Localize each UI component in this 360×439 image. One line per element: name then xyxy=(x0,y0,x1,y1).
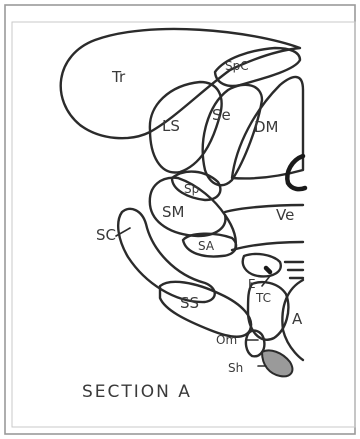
label-sc: SC xyxy=(96,226,116,244)
label-sp: Sp xyxy=(184,182,199,196)
label-spc: SpC xyxy=(225,59,249,73)
label-tc: TC xyxy=(255,291,271,305)
label-e: E xyxy=(248,277,256,291)
label-sa: SA xyxy=(198,239,215,253)
label-ss: SS xyxy=(180,294,199,312)
label-se: Se xyxy=(212,106,231,124)
label-ve: Ve xyxy=(276,206,294,224)
label-om: Om xyxy=(216,333,237,347)
label-dm: DM xyxy=(254,118,279,136)
figure-caption: SECTION A xyxy=(82,382,192,402)
label-sh: Sh xyxy=(228,361,243,375)
label-ls: LS xyxy=(162,117,180,135)
e-dot xyxy=(266,268,270,272)
label-a: A xyxy=(292,310,303,328)
label-tr: Tr xyxy=(111,68,126,86)
label-sm: SM xyxy=(162,203,184,221)
